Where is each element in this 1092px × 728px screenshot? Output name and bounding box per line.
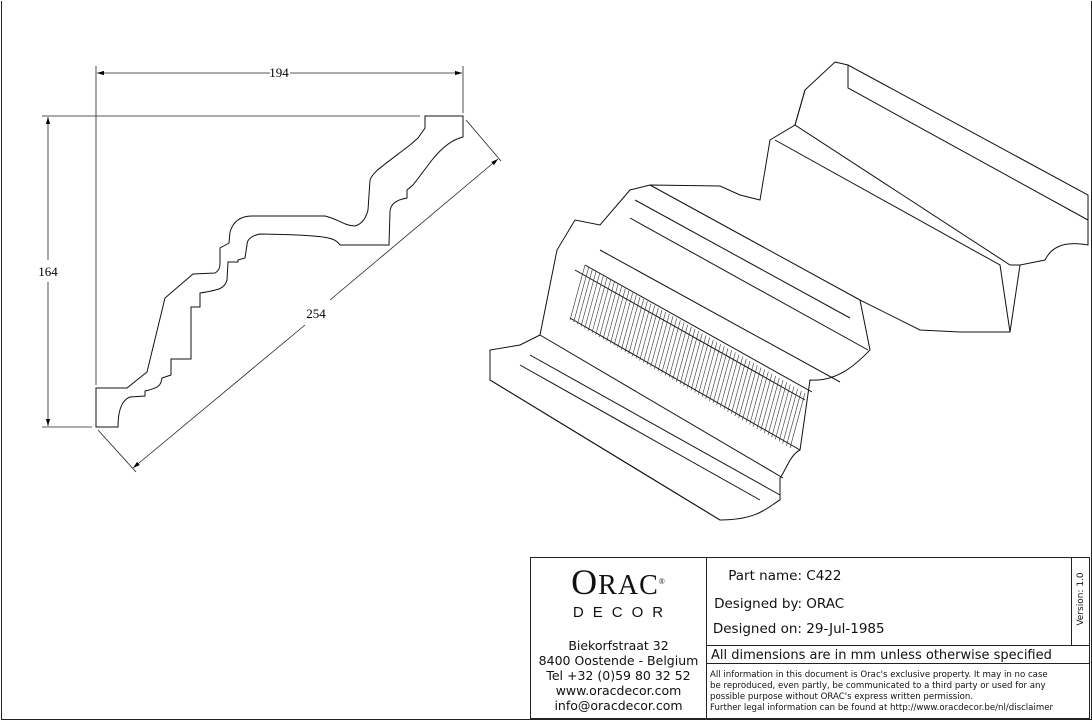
hatch-line xyxy=(632,301,648,357)
hatch-line xyxy=(657,316,674,372)
hatch-line xyxy=(599,281,615,338)
hatch-line xyxy=(753,371,769,427)
hatch-line xyxy=(628,299,644,355)
hatch-line xyxy=(778,386,795,442)
hatch-line xyxy=(698,339,714,395)
hatch-line xyxy=(712,348,729,404)
hatch-line xyxy=(690,335,707,391)
hatch-line xyxy=(573,267,589,323)
hatch-line xyxy=(767,380,784,436)
version-label: Version: 1.0 xyxy=(1076,572,1086,626)
hatch-line xyxy=(709,345,725,402)
hatch-line xyxy=(606,286,622,342)
company-info: ORAC® DECOR Biekorfstraat 32 8400 Oosten… xyxy=(531,558,707,718)
part-name-label: Part name: xyxy=(728,568,802,584)
address-phone: Tel +32 (0)59 80 32 52 xyxy=(546,668,691,683)
units-note: All dimensions are in mm unless otherwis… xyxy=(707,645,1090,664)
hatch-line xyxy=(654,313,670,370)
designed-on-value: 29-Jul-1985 xyxy=(806,621,885,637)
cross-section-profile xyxy=(95,115,464,428)
hatch-line xyxy=(745,367,762,423)
hatch-line xyxy=(683,331,699,387)
hatch-line xyxy=(646,309,663,365)
part-info: Part name: C422 Designed by: ORAC Design… xyxy=(707,558,1072,645)
designed-on-label: Designed on: xyxy=(712,621,802,637)
version-cell: Version: 1.0 xyxy=(1072,558,1090,645)
hatch-line xyxy=(734,360,751,417)
hatch-line xyxy=(613,290,630,346)
hatch-line xyxy=(716,350,732,406)
isometric-view xyxy=(489,61,1089,521)
hatch-line xyxy=(624,296,641,353)
hatch-line xyxy=(756,373,773,429)
designed-by-value: ORAC xyxy=(806,596,845,612)
hatch-line xyxy=(668,322,685,378)
isometric-hatching xyxy=(569,264,806,449)
designed-by-label: Designed by: xyxy=(714,596,802,612)
part-name-value: C422 xyxy=(806,568,842,584)
hatch-line xyxy=(584,273,600,329)
legal-line: Further legal information can be found a… xyxy=(710,703,1054,713)
hatch-line xyxy=(694,337,710,393)
hatch-line xyxy=(771,382,787,438)
address-city: 8400 Oostende - Belgium xyxy=(538,653,699,668)
width-dimension-label: 194 xyxy=(269,65,289,80)
hatch-line xyxy=(639,305,655,361)
legal-line: be reproduced, even partly, be communica… xyxy=(710,681,1046,691)
hatch-line xyxy=(701,341,718,397)
hatch-line xyxy=(588,275,604,331)
hatch-line xyxy=(705,343,721,400)
hatch-line xyxy=(580,271,597,327)
hatch-line xyxy=(764,377,780,434)
hatch-line xyxy=(679,328,696,385)
hatch-line xyxy=(738,363,754,419)
hatch-line xyxy=(687,333,703,389)
hatch-line xyxy=(635,303,652,359)
address-street: Biekorfstraat 32 xyxy=(568,638,669,653)
hatch-line xyxy=(610,288,626,344)
title-block: ORAC® DECOR Biekorfstraat 32 8400 Oosten… xyxy=(530,557,1090,719)
hatch-line xyxy=(782,388,798,444)
legal-line: All information in this document is Orac… xyxy=(710,670,1048,680)
hatch-line xyxy=(742,365,758,421)
hatch-line xyxy=(676,326,692,382)
legal-notice: All information in this document is Orac… xyxy=(707,665,1090,719)
dimension-lines xyxy=(42,66,502,473)
hatch-line xyxy=(569,264,586,321)
hatch-line xyxy=(591,277,608,333)
hatch-line xyxy=(621,294,637,350)
hatch-line xyxy=(731,358,747,414)
hatch-line xyxy=(672,324,688,380)
hatch-line xyxy=(650,311,666,368)
legal-line: possible purpose without ORAC's express … xyxy=(710,692,974,702)
address-website[interactable]: www.oracdecor.com xyxy=(555,683,682,698)
hatch-line xyxy=(617,292,633,348)
hatch-line xyxy=(786,390,802,446)
hatch-line xyxy=(720,352,736,408)
hatch-line xyxy=(760,375,776,432)
hatch-line xyxy=(789,392,806,449)
hatch-line xyxy=(661,318,677,374)
diagonal-dimension-label: 254 xyxy=(306,306,326,321)
hatch-line xyxy=(775,384,791,440)
company-address: Biekorfstraat 32 8400 Oostende - Belgium… xyxy=(531,638,706,713)
hatch-line xyxy=(602,284,619,340)
hatch-line xyxy=(665,320,681,376)
orac-decor-logo: ORAC® DECOR xyxy=(571,562,673,621)
address-email[interactable]: info@oracdecor.com xyxy=(554,698,683,713)
hatch-line xyxy=(727,356,743,412)
hatch-line xyxy=(595,279,611,336)
hatch-line xyxy=(723,354,740,410)
hatch-line xyxy=(749,369,765,425)
hatch-line xyxy=(577,269,593,325)
height-dimension-label: 164 xyxy=(38,264,58,279)
hatch-line xyxy=(643,307,659,363)
